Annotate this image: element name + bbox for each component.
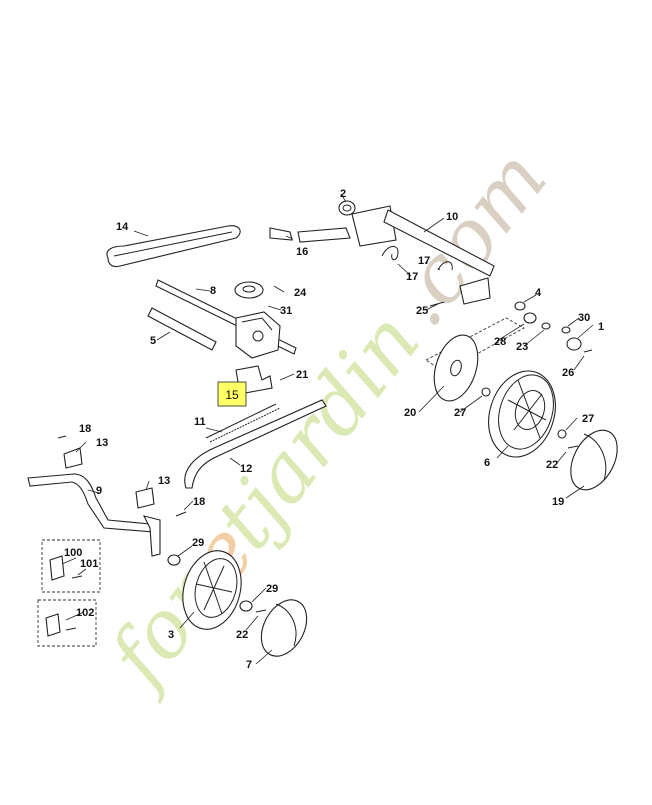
hub-cap-right (570, 429, 618, 491)
callout-labels: 1 2 3 4 5 6 7 8 9 10 11 12 13 13 14 16 1… (64, 188, 604, 671)
callout-100: 100 (64, 547, 82, 559)
callout-9: 9 (96, 485, 102, 497)
callout-20: 20 (404, 407, 416, 419)
callout-101: 101 (80, 558, 98, 570)
callout-3: 3 (168, 629, 174, 641)
bushing-28 (523, 312, 537, 324)
callout-10: 10 (446, 211, 458, 223)
screw-22b (255, 609, 267, 613)
callout-13-mid: 13 (158, 475, 170, 487)
callout-27a: 27 (454, 407, 466, 419)
hub-cap-rear (433, 334, 479, 402)
assembly-outline (425, 317, 525, 373)
callout-8: 8 (210, 285, 216, 297)
callout-4: 4 (535, 287, 542, 299)
handle-rod (27, 473, 161, 557)
watermark-text-c: tjardin (198, 295, 438, 566)
callout-102: 102 (76, 607, 94, 619)
clip-mid (135, 487, 155, 509)
callout-17b: 17 (406, 271, 418, 283)
rear-wheel (488, 370, 556, 458)
rod (147, 307, 217, 351)
callout-14: 14 (116, 221, 129, 233)
spring-17b (437, 261, 453, 271)
callout-18a: 18 (79, 423, 91, 435)
handle-cap (269, 227, 293, 241)
washer-4 (514, 301, 526, 311)
callout-6: 6 (484, 457, 490, 469)
ring-30 (561, 326, 571, 334)
callout-16: 16 (296, 246, 308, 258)
callout-2: 2 (340, 188, 346, 200)
screw-a (57, 435, 67, 439)
callout-31: 31 (280, 305, 292, 317)
callout-13-left: 13 (96, 437, 108, 449)
callout-11: 11 (194, 416, 206, 428)
detail-box-100 (41, 539, 101, 593)
callout-27b: 27 (582, 413, 594, 425)
callout-18b: 18 (193, 496, 205, 508)
bearing-1 (566, 337, 582, 351)
lever-rod (184, 399, 327, 489)
callout-17a: 17 (418, 255, 430, 267)
callout-15[interactable]: 15 (225, 388, 239, 402)
callout-12: 12 (240, 463, 252, 475)
spring-17a (381, 246, 399, 261)
callout-28: 28 (494, 336, 506, 348)
belt (106, 225, 241, 268)
pin (429, 301, 445, 307)
highlight-box[interactable] (217, 381, 247, 407)
callout-19: 19 (552, 496, 564, 508)
callout-29a: 29 (192, 537, 204, 549)
screw-b (175, 511, 187, 517)
callout-22b: 22 (236, 629, 248, 641)
front-wheel (182, 550, 242, 630)
callout-23: 23 (516, 341, 528, 353)
nut-29b (239, 600, 253, 612)
callout-7: 7 (246, 659, 252, 671)
callout-5: 5 (150, 335, 156, 347)
callout-1: 1 (598, 321, 604, 333)
screw-22a (567, 445, 579, 449)
screw-26 (583, 349, 593, 353)
leader-lines (61, 193, 594, 665)
nut-27a (481, 387, 491, 397)
callout-25: 25 (416, 305, 428, 317)
bushing (338, 200, 356, 216)
callout-26: 26 (562, 367, 574, 379)
callout-22a: 22 (546, 459, 558, 471)
callout-24: 24 (294, 287, 307, 299)
watermark-text-d: .com (372, 133, 565, 343)
highlight-marker[interactable]: 15 (217, 381, 247, 407)
hub-cap-front (260, 599, 308, 657)
callout-21: 21 (296, 369, 308, 381)
callout-30: 30 (578, 312, 590, 324)
axle-assembly (297, 205, 495, 305)
spring (205, 403, 281, 443)
clip-left (63, 447, 83, 469)
nut-29a (167, 554, 181, 566)
detail-box-102 (37, 599, 97, 647)
ring-23 (541, 322, 551, 330)
nut-27b (557, 429, 567, 439)
callout-29b: 29 (266, 583, 278, 595)
gearbox (234, 281, 281, 359)
